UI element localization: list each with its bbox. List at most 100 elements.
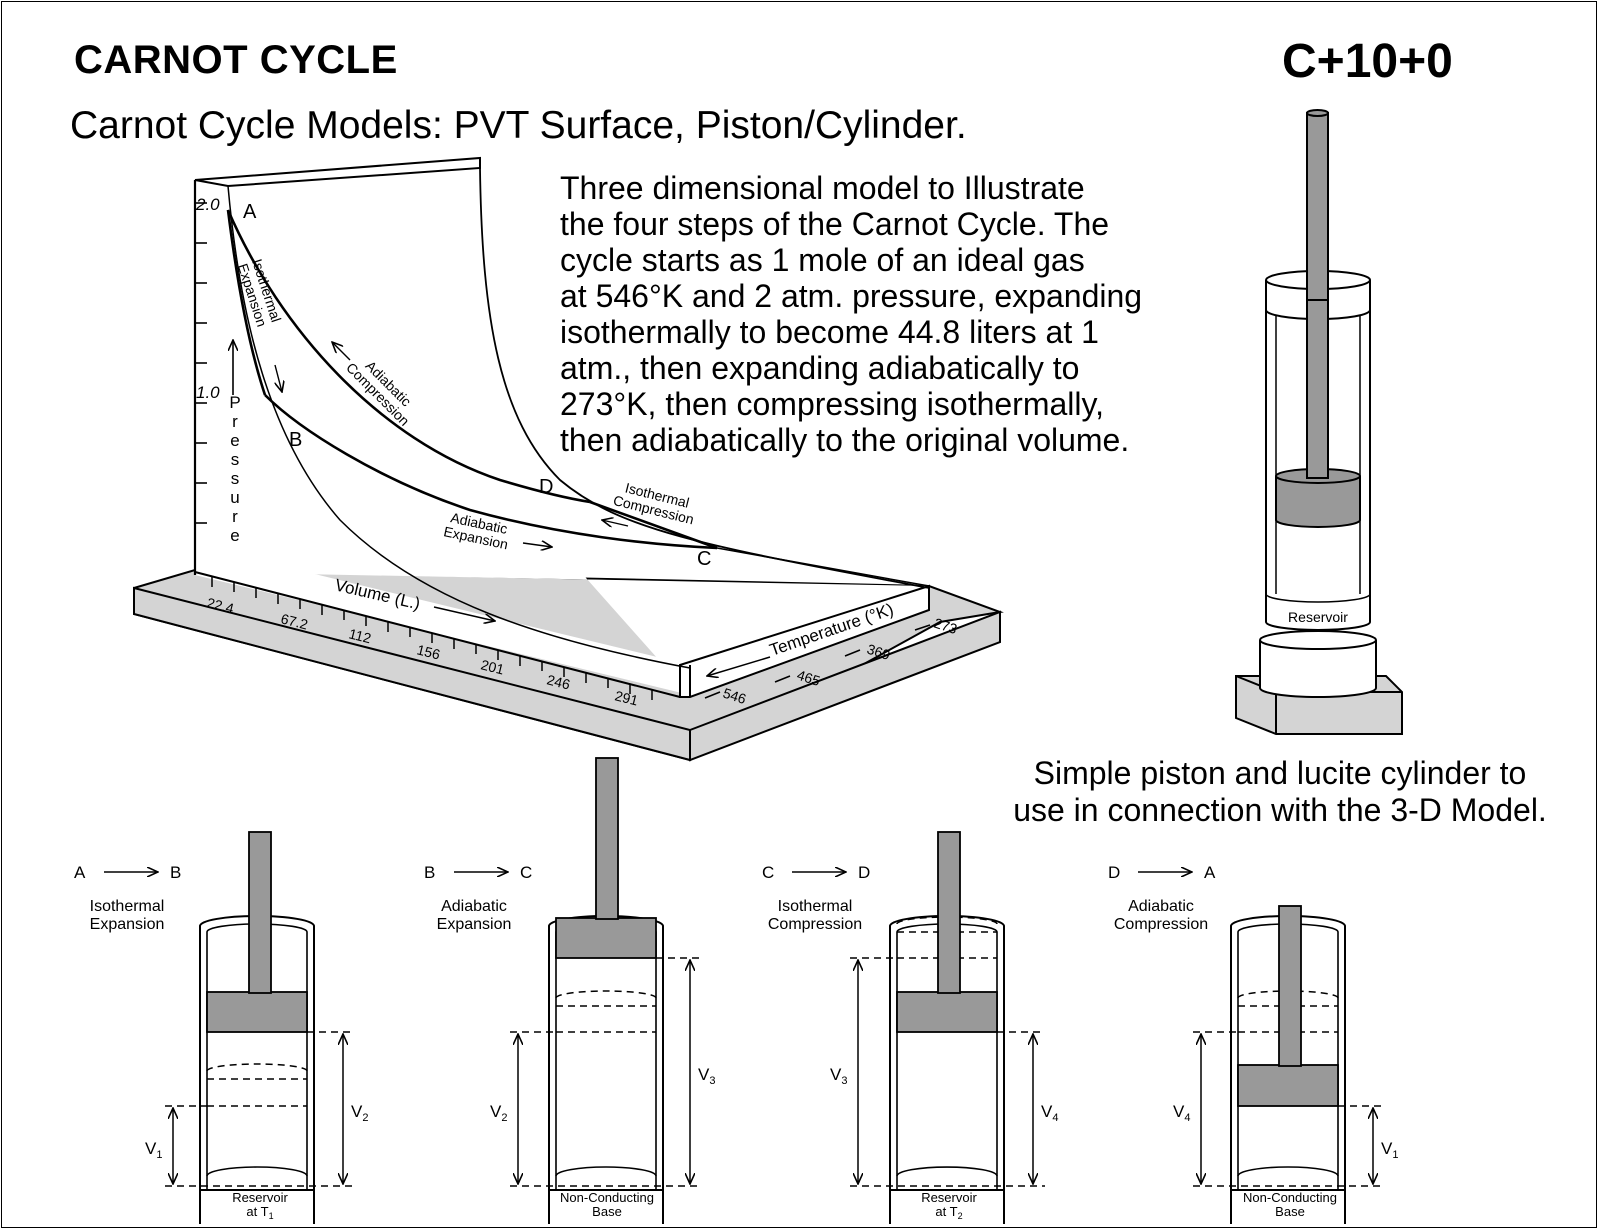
stage-process-label: Isothermal	[90, 898, 165, 915]
pressure-tick-label: 2.0	[195, 195, 220, 214]
stage-reference-lines	[1193, 1031, 1385, 1187]
stage-base-label: Base	[1275, 1204, 1305, 1219]
page-subtitle: Carnot Cycle Models: PVT Surface, Piston…	[70, 104, 967, 147]
stage-to-label: D	[858, 863, 870, 882]
point-c-label: C	[697, 548, 711, 570]
iso-compression-curve-label: Isothermal Compression	[612, 479, 696, 527]
stage-piston	[1237, 905, 1339, 1107]
description-line: Three dimensional model to Illustrate	[560, 170, 1085, 206]
point-d-label: D	[539, 476, 553, 498]
stage-piston	[206, 831, 308, 1033]
description-line: cycle starts as 1 mole of an ideal gas	[560, 242, 1085, 278]
description-line: at 546°K and 2 atm. pressure, expanding	[560, 278, 1143, 314]
pressure-ticks	[195, 202, 207, 524]
stage-previous-piston	[206, 1063, 308, 1107]
stage-reference-lines	[510, 957, 702, 1187]
description-line: atm., then expanding adiabatically to	[560, 350, 1080, 386]
stage-left-volume-label: V4	[1173, 1102, 1190, 1124]
temperature-ticks	[704, 624, 931, 699]
model-block	[194, 175, 930, 698]
piston-caption: Simple piston and lucite cylinder to use…	[960, 755, 1600, 829]
pressure-tick-label: 1.0	[196, 383, 220, 402]
stage-process-label: Isothermal	[778, 898, 853, 915]
description-line: 273°K, then compressing isothermally,	[560, 386, 1105, 422]
stage-right-volume-label: V2	[351, 1102, 368, 1124]
stage-process-label: Expansion	[437, 916, 512, 933]
stage-previous-piston	[555, 990, 657, 1033]
svg-text:246: 246	[545, 671, 572, 692]
svg-text:156: 156	[415, 641, 442, 662]
stage-piston	[555, 757, 657, 959]
stage-process-label: Compression	[1114, 916, 1208, 933]
description-line: then adiabatically to the original volum…	[560, 422, 1130, 458]
svg-text:369: 369	[865, 641, 892, 664]
adi-expansion-arrow	[522, 543, 552, 547]
stage-from-label: B	[424, 863, 435, 882]
volume-arrow	[433, 606, 495, 621]
stage-base-label: Reservoir	[232, 1190, 288, 1205]
svg-text:67.2: 67.2	[279, 610, 310, 632]
stage-piston	[896, 831, 998, 1033]
surface-curves	[226, 185, 930, 669]
stage-reference-lines	[165, 1031, 355, 1187]
stage-base-label: Reservoir	[921, 1190, 977, 1205]
svg-text:273: 273	[932, 615, 959, 638]
stage-right-volume-label: V4	[1041, 1102, 1058, 1124]
temperature-tick-labels: 273 369 465 546	[721, 615, 959, 708]
stage-base-label: at T2	[935, 1204, 962, 1221]
temperature-arrow	[707, 656, 771, 676]
reservoir-label: Reservoir	[1288, 609, 1348, 625]
stage-from-label: A	[74, 863, 86, 882]
svg-text:201: 201	[479, 656, 506, 677]
stage-base-label: at T1	[246, 1204, 273, 1221]
description-text: Three dimensional model to Illustrate th…	[560, 170, 1142, 458]
svg-text:291: 291	[613, 687, 640, 708]
svg-text:465: 465	[795, 667, 822, 690]
stage-process-label: Adiabatic	[441, 898, 507, 915]
stage-to-label: B	[170, 863, 181, 882]
volume-axis-ticks	[211, 577, 653, 700]
stage-left-volume-label: V1	[145, 1139, 162, 1161]
description-line: the four steps of the Carnot Cycle. The	[560, 206, 1110, 242]
iso-expansion-arrow	[274, 364, 282, 392]
stage-process-label: Expansion	[90, 916, 165, 933]
stage-base-label: Non-Conducting	[1243, 1190, 1337, 1205]
caption-line: Simple piston and lucite cylinder to	[1033, 755, 1527, 791]
stage-reference-lines	[850, 957, 1045, 1187]
volume-tick-labels: 22.4 67.2 112 156 201 246 291	[205, 594, 640, 708]
stage-from-label: D	[1108, 863, 1120, 882]
stage-base-label: Non-Conducting	[560, 1190, 654, 1205]
caption-line: use in connection with the 3-D Model.	[1013, 792, 1547, 828]
stage-left-volume-label: V2	[490, 1102, 507, 1124]
point-a-label: A	[243, 201, 257, 223]
svg-text:112: 112	[347, 625, 373, 646]
stage-right-volume-label: V1	[1381, 1139, 1398, 1161]
point-b-label: B	[289, 429, 302, 451]
svg-text:22.4: 22.4	[205, 594, 236, 616]
iso-compression-arrow	[602, 520, 629, 526]
stage-left-volume-label: V3	[830, 1065, 847, 1087]
description-line: isothermally to become 44.8 liters at 1	[560, 314, 1099, 350]
catalog-code: C+10+0	[1282, 35, 1453, 88]
stage-right-volume-label: V3	[698, 1065, 715, 1087]
stage-process-label: Adiabatic	[1128, 898, 1194, 915]
adi-compression-arrow	[332, 342, 351, 361]
stage-to-label: A	[1204, 863, 1216, 882]
page-title: CARNOT CYCLE	[74, 38, 398, 82]
stage-from-label: C	[762, 863, 774, 882]
stage-base-label: Base	[592, 1204, 622, 1219]
svg-text:546: 546	[721, 685, 748, 708]
stage-d-to-a: D A AdiabaticCompressionV4V1Non-Conducting…	[1108, 863, 1398, 1224]
piston-cylinder-apparatus	[1235, 109, 1403, 735]
stage-to-label: C	[520, 863, 532, 882]
stage-process-label: Compression	[768, 916, 862, 933]
stage-cylinder	[548, 915, 664, 1224]
